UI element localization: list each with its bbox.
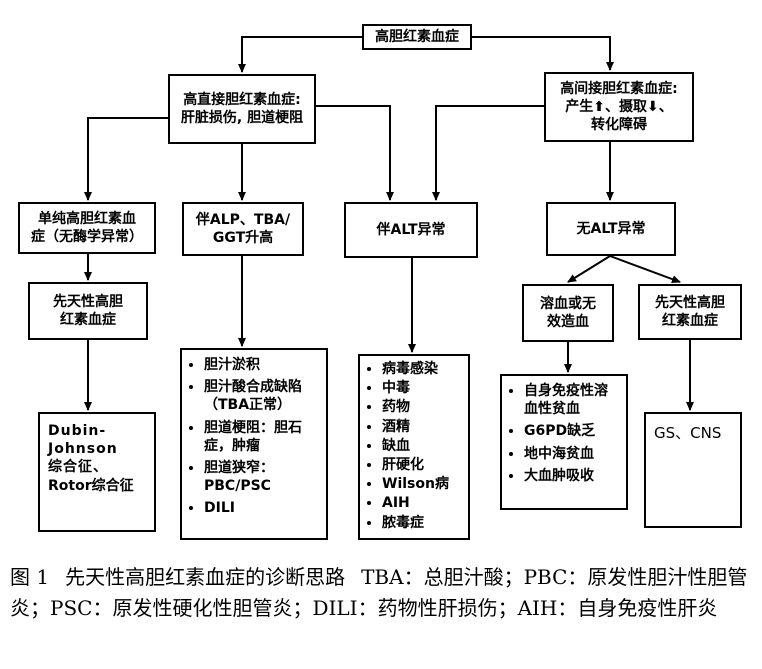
dubin-line-1: Dubin-: [48, 423, 107, 439]
arrow-direct-to-altabn: [316, 105, 394, 201]
node-congenital-left-line-2: 红素血症: [60, 312, 116, 328]
list-item: 胆道梗阻：胆石症，肿瘤: [204, 419, 320, 455]
node-alt-abnormal: 伴ALT异常: [344, 202, 478, 258]
arrow-noalt-to-hemolysis: [567, 255, 611, 283]
connector-arrows: [84, 36, 694, 411]
arrow-direct-to-simple: [84, 117, 168, 201]
node-direct: 高直接胆红素血症: 肝脏损伤, 胆道梗阻: [168, 74, 316, 144]
node-dubin-johnson: Dubin- Johnson 综合征、 Rotor综合征: [38, 412, 156, 532]
list-item: 药物: [382, 398, 462, 416]
arrow-root-to-indirect: [471, 36, 614, 71]
list-item: G6PD缺乏: [524, 422, 620, 440]
dubin-line-2: Johnson: [48, 441, 118, 458]
node-direct-line-1: 高直接胆红素血症:: [183, 91, 301, 108]
list-item: 自身免疫性溶血性贫血: [524, 382, 620, 418]
node-simple-line-2: 症（无酶学异常）: [31, 229, 143, 245]
node-gs-cns: GS、CNS: [644, 412, 742, 528]
node-alt-abnormal-label: 伴ALT异常: [376, 221, 446, 238]
node-indirect: 高间接胆红素血症: 产生⬆、摄取⬇、 转化障碍: [544, 72, 694, 142]
list-item: AIH: [382, 494, 462, 512]
node-congenital-right: 先天性高胆 红素血症: [638, 284, 742, 340]
dubin-line-3: 综合征、: [48, 459, 108, 476]
node-gs-cns-label: GS、CNS: [654, 424, 722, 442]
node-indirect-line-1: 高间接胆红素血症:: [560, 80, 678, 97]
node-congenital-right-line-1: 先天性高胆: [655, 294, 725, 311]
node-hemolysis-line-2: 效造血: [547, 314, 589, 330]
list-item: 大血肿吸收: [524, 467, 620, 485]
caption-definitions: TBA：总胆汁酸；PBC：原发性胆汁性胆管炎；PSC：原发性硬化性胆管炎；DIL…: [10, 565, 748, 620]
node-alp-line-2: GGT升高: [212, 230, 274, 246]
list-item: 胆道狭窄：PBC/PSC: [204, 459, 320, 495]
node-simple: 单纯高胆红素血 症（无酶学异常）: [18, 202, 156, 254]
list-item: 胆汁酸合成缺陷（TBA正常）: [204, 378, 320, 414]
node-direct-line-2: 肝脏损伤, 胆道梗阻: [180, 110, 304, 126]
node-congenital-right-line-2: 红素血症: [662, 313, 718, 329]
list-item: 中毒: [382, 379, 462, 397]
node-hemolysis: 溶血或无 效造血: [522, 284, 614, 342]
list-item: 肝硬化: [382, 456, 462, 474]
flowchart: 高胆红素血症 高直接胆红素血症: 肝脏损伤, 胆道梗阻 高间接胆红素血症: 产生…: [0, 0, 762, 560]
dubin-line-4: Rotor综合征: [48, 477, 134, 494]
node-no-alt-label: 无ALT异常: [576, 220, 646, 237]
list-item: 酒精: [382, 418, 462, 436]
node-indirect-line-3: 转化障碍: [591, 117, 647, 134]
node-root-label: 高胆红素血症: [375, 28, 459, 45]
arrow-noalt-to-congenital: [609, 255, 681, 283]
node-simple-line-1: 单纯高胆红素血: [38, 210, 136, 227]
node-hemolysis-line-1: 溶血或无: [540, 295, 596, 312]
list-item: Wilson病: [382, 475, 462, 493]
node-cholestasis-list: 胆汁淤积 胆汁酸合成缺陷（TBA正常） 胆道梗阻：胆石症，肿瘤 胆道狭窄：PBC…: [180, 348, 328, 540]
node-hemolysis-list: 自身免疫性溶血性贫血 G6PD缺乏 地中海贫血 大血肿吸收: [500, 374, 628, 510]
node-alp: 伴ALP、TBA/ GGT升高: [182, 202, 304, 256]
node-alp-line-1: 伴ALP、TBA/: [195, 211, 291, 228]
list-item: 病毒感染: [382, 360, 462, 378]
list-item: 地中海贫血: [524, 445, 620, 463]
node-alt-list: 病毒感染 中毒 药物 酒精 缺血 肝硬化 Wilson病 AIH 脓毒症: [358, 354, 470, 540]
list-item: 脓毒症: [382, 514, 462, 532]
node-indirect-line-2: 产生⬆、摄取⬇、: [565, 98, 673, 115]
caption-title: 先天性高胆红素血症的诊断思路: [65, 565, 346, 589]
node-no-alt: 无ALT异常: [546, 202, 676, 256]
list-item: 缺血: [382, 437, 462, 455]
node-congenital-left-line-1: 先天性高胆: [53, 293, 123, 310]
node-congenital-left: 先天性高胆 红素血症: [28, 282, 148, 340]
caption-label: 图 1: [10, 565, 50, 589]
list-item: 胆汁淤积: [204, 356, 320, 374]
arrow-indirect-to-altabn: [432, 105, 544, 201]
node-root: 高胆红素血症: [362, 24, 472, 50]
arrow-root-to-direct: [238, 36, 362, 73]
list-item: DILI: [204, 499, 320, 517]
